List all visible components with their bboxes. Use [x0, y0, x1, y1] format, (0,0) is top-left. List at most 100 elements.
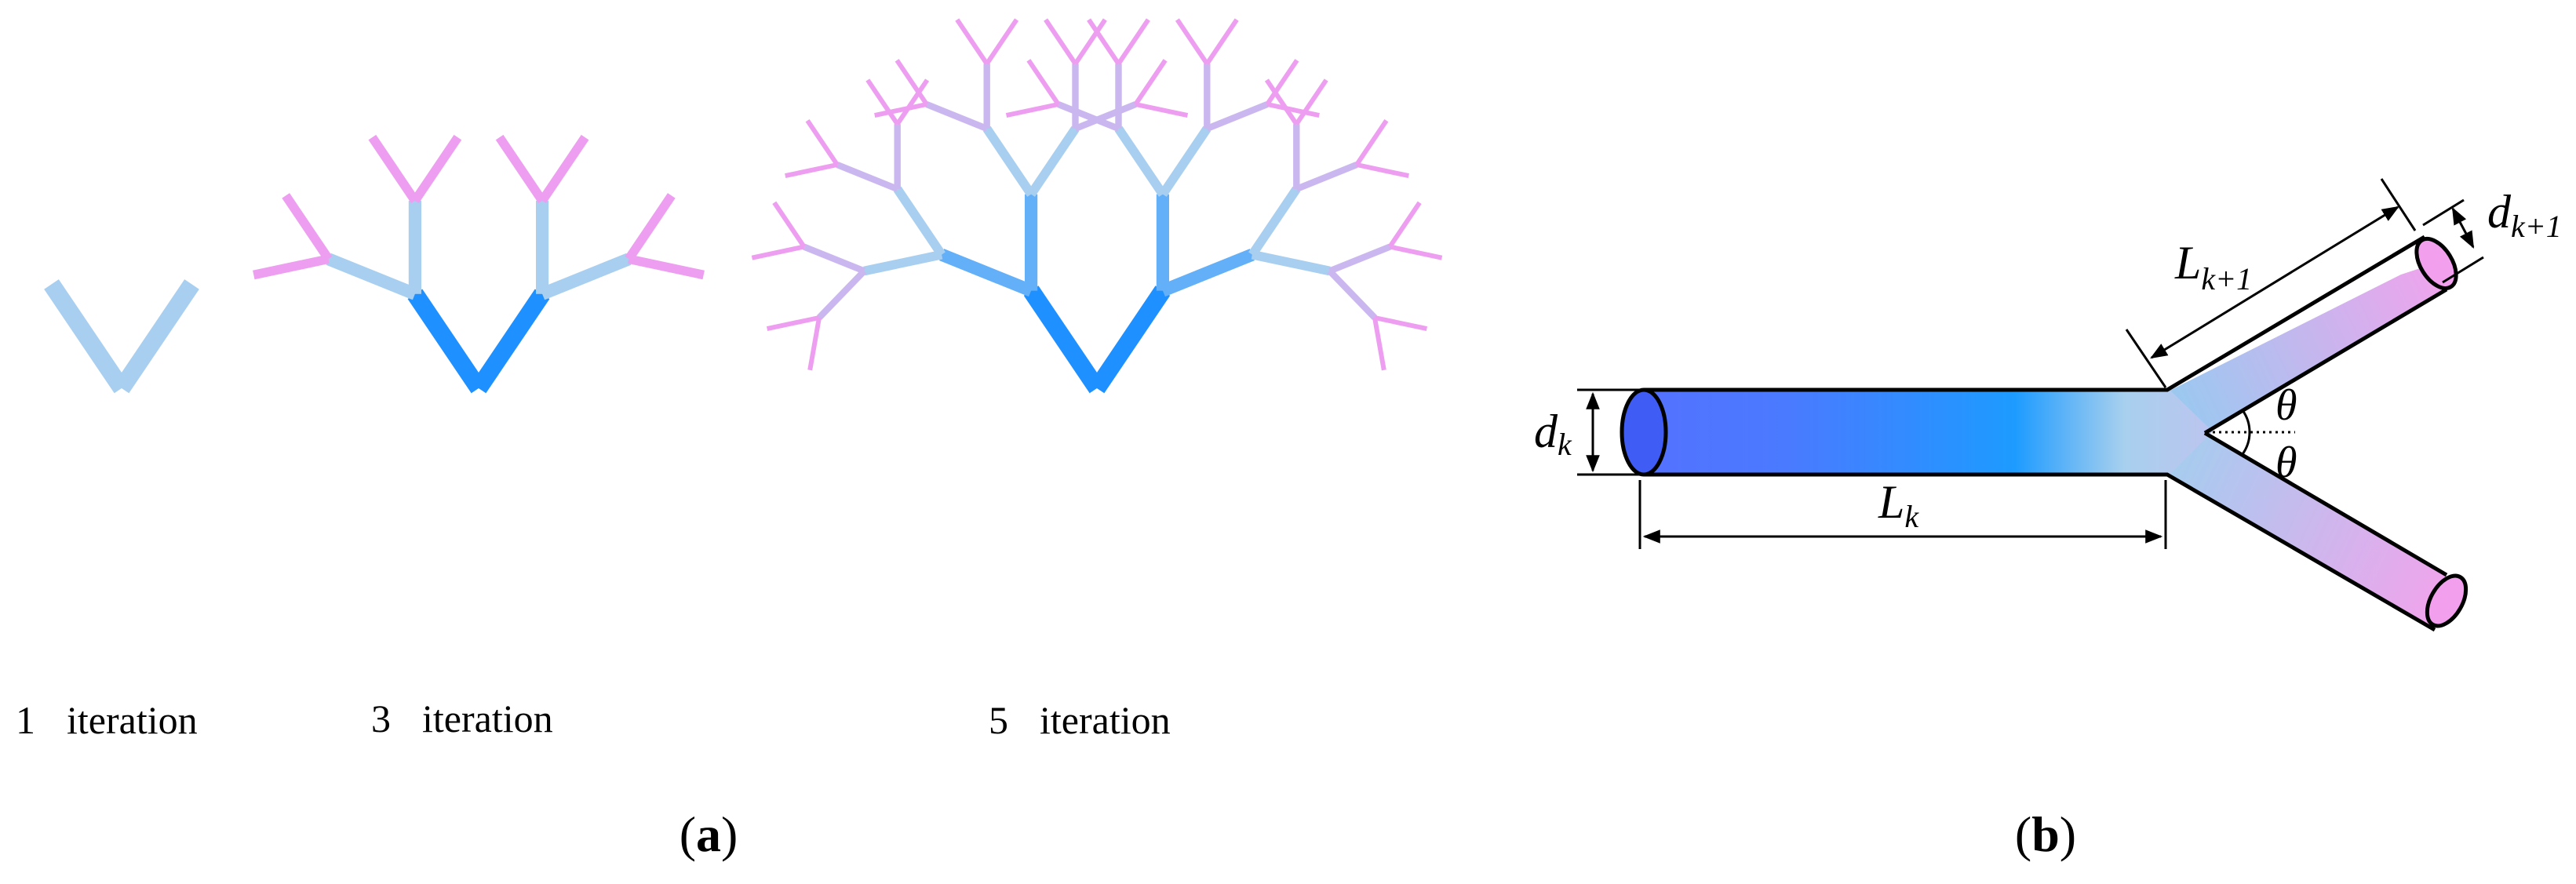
branch-level-3 [982, 126, 1035, 197]
branch-level-5 [1387, 201, 1422, 249]
branch-level-5 [1005, 102, 1059, 118]
parent-tube [1644, 390, 2213, 475]
d-k1-base: d [2487, 186, 2512, 238]
branch-level-3 [1114, 126, 1167, 197]
branch-level-4 [803, 243, 865, 275]
branch-level-4 [1327, 268, 1378, 320]
upper-end-cap [2414, 236, 2458, 291]
tree-3-count: 3 [371, 697, 391, 740]
panel-b-label: (b) [2015, 806, 2076, 862]
L-k1-base: L [2174, 237, 2201, 289]
branch-level-5 [1294, 78, 1328, 126]
tree-1-word: iteration [67, 698, 198, 742]
branch-level-5 [772, 201, 807, 249]
tree-3-word: iteration [422, 697, 553, 740]
parent-end-cap [1620, 387, 1668, 477]
bifurcation-schematic: dk Lk Lk+1 dk+1 θ θ [1534, 178, 2562, 632]
theta-upper: θ [2275, 381, 2297, 430]
lower-daughter-tube [2170, 431, 2462, 629]
branch-level-4 [1057, 101, 1120, 132]
branch-level-1 [407, 289, 486, 394]
branch-level-5 [955, 18, 989, 65]
panel-a-label: (a) [680, 806, 738, 862]
branch-level-3 [863, 249, 943, 276]
branch-level-2 [939, 249, 1034, 297]
branch-level-3 [411, 134, 462, 204]
branch-level-5 [1117, 18, 1150, 65]
branch-level-2 [1160, 249, 1255, 297]
lower-end-cap [2425, 573, 2469, 628]
L-k-label: Lk [1878, 476, 1919, 534]
d-k-sub: k [1558, 427, 1572, 462]
branch-level-4 [816, 268, 867, 320]
branch-level-3 [368, 134, 419, 204]
tree-1 [44, 279, 199, 686]
branch-level-4 [1328, 243, 1391, 275]
d-k1-sub: k+1 [2511, 209, 2562, 244]
tree-5 [751, 18, 1443, 686]
branch-level-2 [326, 253, 417, 300]
branch-level-4 [836, 162, 899, 192]
branch-level-5 [805, 119, 840, 166]
branch-level-5 [985, 18, 1019, 65]
branch-level-5 [1133, 59, 1168, 106]
branch-level-1 [471, 289, 550, 394]
branch-level-5 [874, 102, 927, 118]
tree-5-word: iteration [1040, 698, 1171, 742]
L-k1-sub: k+1 [2201, 261, 2252, 296]
L-k1-label: Lk+1 [2174, 237, 2252, 296]
branch-level-1 [1023, 286, 1105, 394]
branch-level-5 [1135, 102, 1189, 118]
theta-lower: θ [2275, 438, 2297, 487]
branch-level-4 [1295, 162, 1358, 192]
branch-level-5 [807, 317, 822, 371]
branch-level-5 [1389, 244, 1443, 260]
panel-a-letter: a [696, 806, 721, 862]
fractal-trees [44, 18, 1443, 686]
branch-level-3 [282, 193, 333, 262]
branch-level-5 [751, 244, 805, 260]
branch-level-1 [114, 279, 199, 394]
branch-level-4 [1205, 101, 1269, 132]
branch-level-3 [1248, 186, 1301, 257]
branch-level-5 [1175, 18, 1209, 65]
d-k-label: dk [1534, 406, 1572, 462]
branch-level-3 [628, 254, 705, 280]
branch-level-5 [894, 59, 929, 106]
branch-level-5 [1265, 59, 1299, 106]
branch-level-1 [1089, 286, 1171, 394]
branch-level-5 [766, 315, 820, 332]
branch-level-5 [1266, 102, 1320, 118]
branch-level-5 [1026, 59, 1061, 106]
branch-level-5 [865, 78, 900, 126]
branch-level-3 [538, 134, 589, 204]
branch-level-5 [1374, 315, 1428, 332]
branch-level-3 [625, 193, 676, 262]
branch-level-3 [1159, 126, 1211, 197]
d-k-base: d [1534, 406, 1558, 457]
branch-level-4 [1073, 101, 1137, 132]
panel-b-letter: b [2031, 806, 2060, 862]
branch-level-3 [893, 186, 946, 257]
tube-outline [1644, 235, 2448, 632]
branch-level-5 [1073, 18, 1107, 65]
branch-level-5 [1372, 317, 1386, 371]
L-k-sub: k [1904, 499, 1919, 534]
branch-level-5 [895, 78, 930, 126]
branch-level-5 [1264, 78, 1299, 126]
tree-1-caption: 1 iteration [16, 698, 198, 742]
branch-level-5 [1087, 18, 1120, 65]
branch-level-4 [925, 101, 989, 132]
branch-level-3 [495, 134, 546, 204]
tree-1-count: 1 [16, 698, 35, 742]
d-k1-label: dk+1 [2487, 186, 2562, 244]
branch-level-3 [253, 254, 330, 280]
branch-level-5 [1044, 18, 1077, 65]
L-k-base: L [1878, 476, 1904, 528]
branch-level-3 [1027, 126, 1080, 197]
branch-level-1 [44, 279, 129, 394]
branch-level-2 [540, 253, 632, 300]
branch-level-5 [1354, 119, 1389, 166]
